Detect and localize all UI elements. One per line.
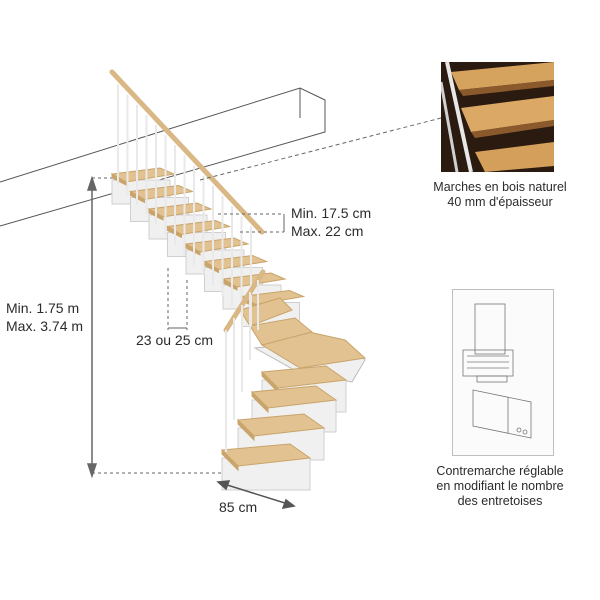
width-label: 85 cm [219, 499, 258, 515]
lower-tread-edge [237, 418, 255, 442]
tread-photo-drawing [441, 62, 554, 172]
height-max-label: Max. 3.74 m [6, 318, 84, 334]
riser-dimension-guides [218, 213, 285, 233]
riser-max-label: Max. 22 cm [291, 223, 364, 239]
winder-landing [239, 297, 367, 383]
lower-flight [220, 365, 348, 491]
height-min-label: Min. 1.75 m [6, 300, 80, 316]
tread-caption: Marches en bois naturel 40 mm d'épaisseu… [420, 180, 580, 210]
tread-caption-line-2: 40 mm d'épaisseur [447, 195, 553, 209]
tread-caption-line-1: Marches en bois naturel [433, 180, 567, 194]
riser-technical-detail [452, 289, 554, 456]
height-dimension-line [86, 175, 98, 479]
lower-handrail [223, 269, 266, 333]
ceiling-outline [0, 87, 326, 227]
going-dimension-guides [167, 268, 188, 330]
photo-leader-line [199, 117, 442, 181]
riser-spacer-diagram-icon [462, 303, 532, 439]
lower-tread-edge [221, 448, 239, 472]
riser-caption-line-1: Contremarche réglable [436, 464, 564, 478]
riser-caption-line-2: en modifiant le nombre [436, 479, 564, 493]
upper-handrail [109, 69, 265, 235]
going-label: 23 ou 25 cm [136, 332, 214, 348]
tread-photo [441, 62, 554, 172]
riser-caption: Contremarche réglable en modifiant le no… [420, 464, 580, 509]
height-guide-lines [92, 177, 222, 474]
riser-min-label: Min. 17.5 cm [291, 205, 372, 221]
lower-balusters [225, 280, 259, 452]
riser-caption-line-3: des entretoises [457, 494, 543, 508]
width-dimension-arrow [216, 480, 296, 509]
lower-tread-edge [251, 390, 269, 414]
upper-balusters [117, 84, 252, 327]
